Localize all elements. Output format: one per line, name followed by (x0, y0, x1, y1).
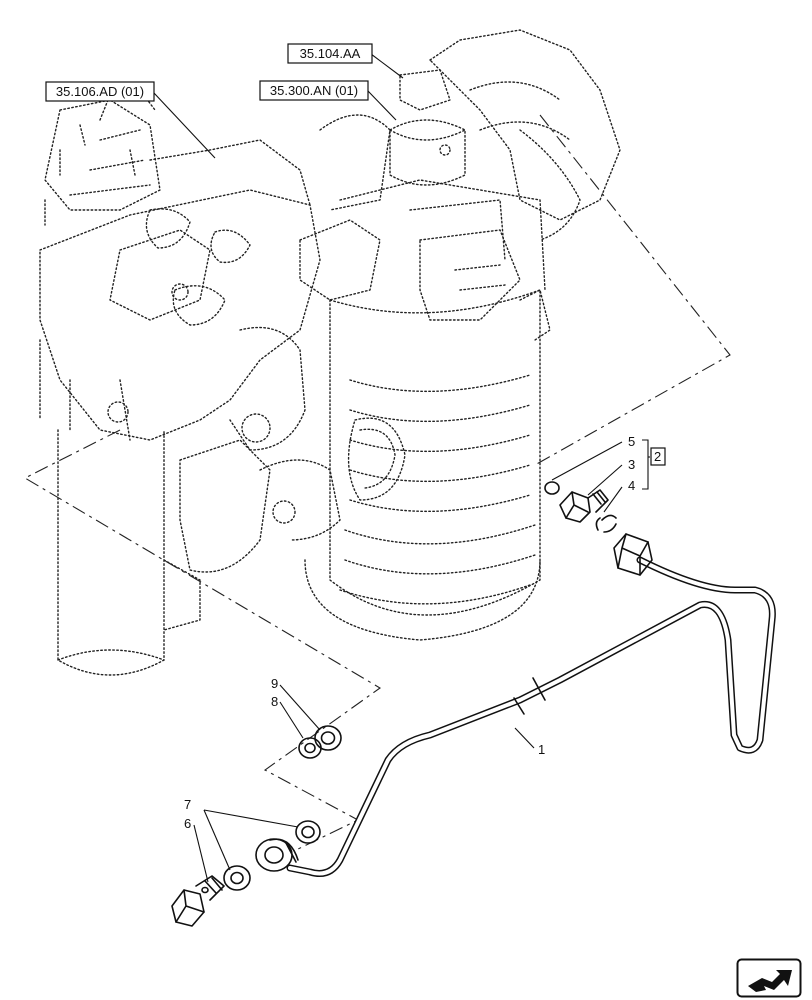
seal-washer-7a (295, 820, 321, 844)
seal-washer-9 (314, 725, 342, 751)
callout-8: 8 (271, 694, 278, 709)
seal-washer-8 (298, 737, 322, 759)
assembly-guide-lines (23, 114, 731, 851)
callout-5: 5 (628, 434, 635, 449)
ref-35-300: 35.300.AN (01) (270, 83, 358, 98)
o-ring-5 (544, 481, 560, 495)
callout-6: 6 (184, 816, 191, 831)
callout-numbers: 1 2 3 4 5 6 7 8 9 (184, 434, 666, 831)
callout-9: 9 (271, 676, 278, 691)
seal-washer-7b (223, 865, 251, 891)
banjo-bolt-6 (171, 875, 225, 927)
ref-35-104: 35.104.AA (300, 46, 361, 61)
background-assembly (39, 29, 621, 676)
callout-1: 1 (538, 742, 545, 757)
callout-7: 7 (184, 797, 191, 812)
o-ring-4 (595, 514, 617, 533)
leader-lines (153, 53, 650, 883)
reference-labels: 35.106.AD (01) 35.104.AA 35.300.AN (01) (45, 43, 373, 102)
callout-4: 4 (628, 478, 635, 493)
next-page-arrow-icon[interactable] (736, 958, 802, 998)
pipe-assembly (255, 533, 776, 877)
callout-2: 2 (654, 449, 661, 464)
small-parts (171, 481, 617, 927)
callout-3: 3 (628, 457, 635, 472)
ref-35-106: 35.106.AD (01) (56, 84, 144, 99)
adapter-3 (559, 489, 609, 523)
